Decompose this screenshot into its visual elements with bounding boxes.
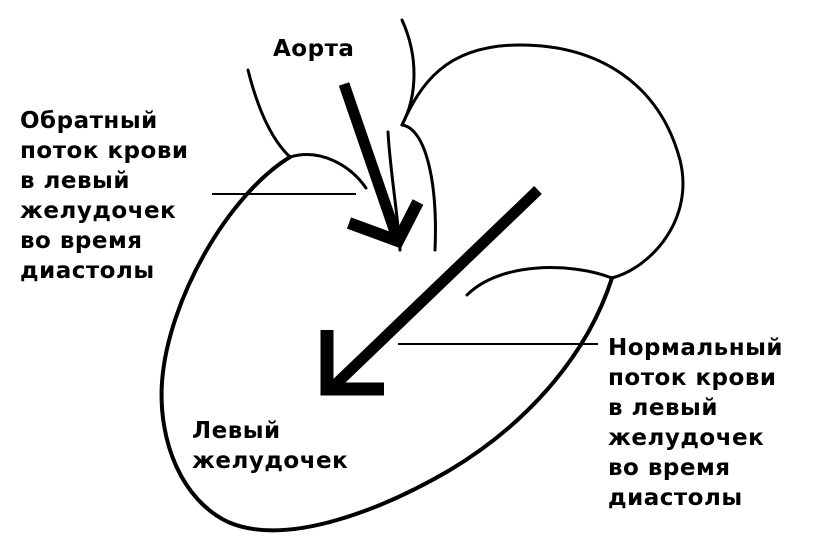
ventricle-label-line: Левый: [192, 416, 348, 446]
backflow-label-line: Обратный: [20, 106, 189, 136]
normal-label-line: во время: [608, 453, 783, 483]
left-ventricle-label: Левый желудочек: [192, 416, 348, 476]
backflow-label-line: во время: [20, 226, 189, 256]
left-atrium-outline: [402, 45, 683, 295]
normal-flow-label: Нормальный поток крови в левый желудочек…: [608, 333, 783, 513]
normal-label-line: в левый: [608, 393, 783, 423]
backflow-label-line: диастолы: [20, 256, 189, 286]
backflow-arrow-shaft: [344, 84, 396, 235]
aorta-label: Аорта: [273, 34, 354, 64]
aorta-label-text: Аорта: [273, 34, 354, 64]
backflow-label: Обратный поток крови в левый желудочек в…: [20, 106, 189, 286]
normal-label-line: желудочек: [608, 423, 783, 453]
backflow-label-line: в левый: [20, 166, 189, 196]
normal-label-line: Нормальный: [608, 333, 783, 363]
backflow-label-line: желудочек: [20, 196, 189, 226]
ventricle-label-line: желудочек: [192, 446, 348, 476]
normal-label-line: диастолы: [608, 483, 783, 513]
backflow-label-line: поток крови: [20, 136, 189, 166]
normal-label-line: поток крови: [608, 363, 783, 393]
